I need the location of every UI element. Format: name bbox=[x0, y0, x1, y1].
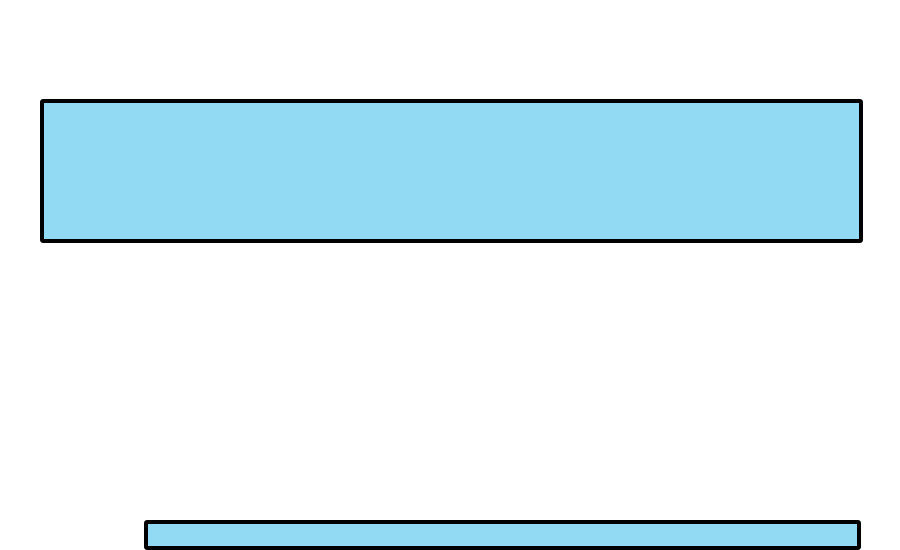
light-blue-box-bottom bbox=[144, 520, 861, 550]
light-blue-box-top bbox=[40, 99, 863, 243]
